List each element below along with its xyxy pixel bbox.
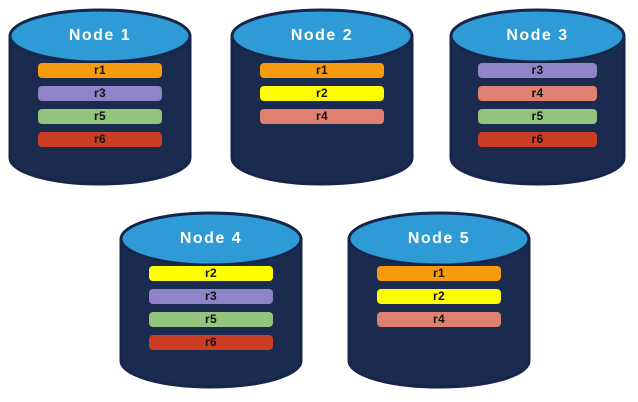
shard-list: r1 r2 r4 <box>230 63 414 124</box>
node-title: Node 1 <box>68 27 132 44</box>
shard-bar[interactable]: r6 <box>38 132 162 147</box>
database-node[interactable]: Node 4 r2 r3 r5 r6 <box>119 211 303 389</box>
shard-list: r1 r2 r4 <box>347 266 531 327</box>
shard-list: r3 r4 r5 r6 <box>449 63 626 147</box>
database-node[interactable]: Node 2 r1 r2 r4 <box>230 8 414 186</box>
shard-bar[interactable]: r5 <box>478 109 597 124</box>
shard-bar[interactable]: r4 <box>377 312 501 327</box>
shard-bar[interactable]: r1 <box>260 63 384 78</box>
shard-bar[interactable]: r4 <box>260 109 384 124</box>
node-title: Node 4 <box>179 230 243 247</box>
shard-bar[interactable]: r6 <box>478 132 597 147</box>
node-title: Node 3 <box>506 27 569 44</box>
database-node[interactable]: Node 3 r3 r4 r5 r6 <box>449 8 626 186</box>
shard-list: r2 r3 r5 r6 <box>119 266 303 350</box>
shard-bar[interactable]: r2 <box>377 289 501 304</box>
shard-bar[interactable]: r2 <box>260 86 384 101</box>
shard-bar[interactable]: r6 <box>149 335 273 350</box>
shard-bar[interactable]: r5 <box>38 109 162 124</box>
database-node[interactable]: Node 5 r1 r2 r4 <box>347 211 531 389</box>
shard-bar[interactable]: r2 <box>149 266 273 281</box>
shard-bar[interactable]: r1 <box>377 266 501 281</box>
shard-bar[interactable]: r3 <box>478 63 597 78</box>
shard-list: r1 r3 r5 r6 <box>8 63 192 147</box>
node-title: Node 5 <box>407 230 471 247</box>
shard-bar[interactable]: r3 <box>149 289 273 304</box>
shard-bar[interactable]: r1 <box>38 63 162 78</box>
shard-bar[interactable]: r5 <box>149 312 273 327</box>
shard-bar[interactable]: r4 <box>478 86 597 101</box>
database-node[interactable]: Node 1 r1 r3 r5 r6 <box>8 8 192 186</box>
shard-bar[interactable]: r3 <box>38 86 162 101</box>
node-title: Node 2 <box>290 27 354 44</box>
